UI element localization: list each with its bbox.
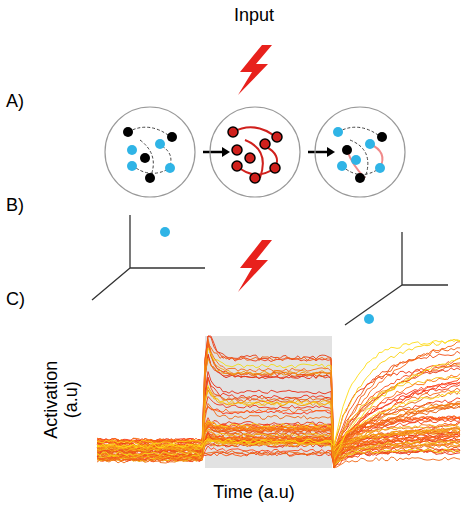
activation-trace xyxy=(97,390,460,456)
activation-trace xyxy=(97,404,460,468)
input-label: Input xyxy=(234,6,274,26)
axis-title: Time (a.u) xyxy=(213,483,294,503)
input-bolt xyxy=(238,240,272,292)
panel-letter: C) xyxy=(6,290,25,310)
state-point xyxy=(364,314,374,324)
state-space-right xyxy=(345,232,448,325)
network-state-2 xyxy=(210,107,300,197)
activation-trace xyxy=(97,405,460,452)
state-space-left xyxy=(92,215,205,300)
activation-trace xyxy=(97,359,460,466)
network-state-1 xyxy=(105,107,195,197)
state-point xyxy=(160,227,170,237)
activation-trace xyxy=(97,387,460,457)
network-state-3 xyxy=(315,107,405,197)
activation-traces xyxy=(97,336,460,468)
input-bolt xyxy=(238,45,272,95)
activation-trace xyxy=(97,433,460,468)
activation-trace xyxy=(97,336,460,458)
activation-trace xyxy=(97,378,460,468)
axis-title: Activation (a.u) xyxy=(42,355,82,445)
activation-trace xyxy=(97,340,460,448)
panel-letter: B) xyxy=(6,196,24,216)
activation-trace xyxy=(97,344,460,463)
activation-trace xyxy=(97,348,460,466)
activation-trace xyxy=(97,342,460,465)
activation-trace xyxy=(97,427,460,458)
activation-trace xyxy=(97,372,460,461)
activation-trace xyxy=(97,341,460,468)
panel-letter: A) xyxy=(6,92,24,112)
activation-trace xyxy=(97,339,460,467)
activation-trace xyxy=(97,339,460,444)
activation-trace xyxy=(97,343,460,456)
